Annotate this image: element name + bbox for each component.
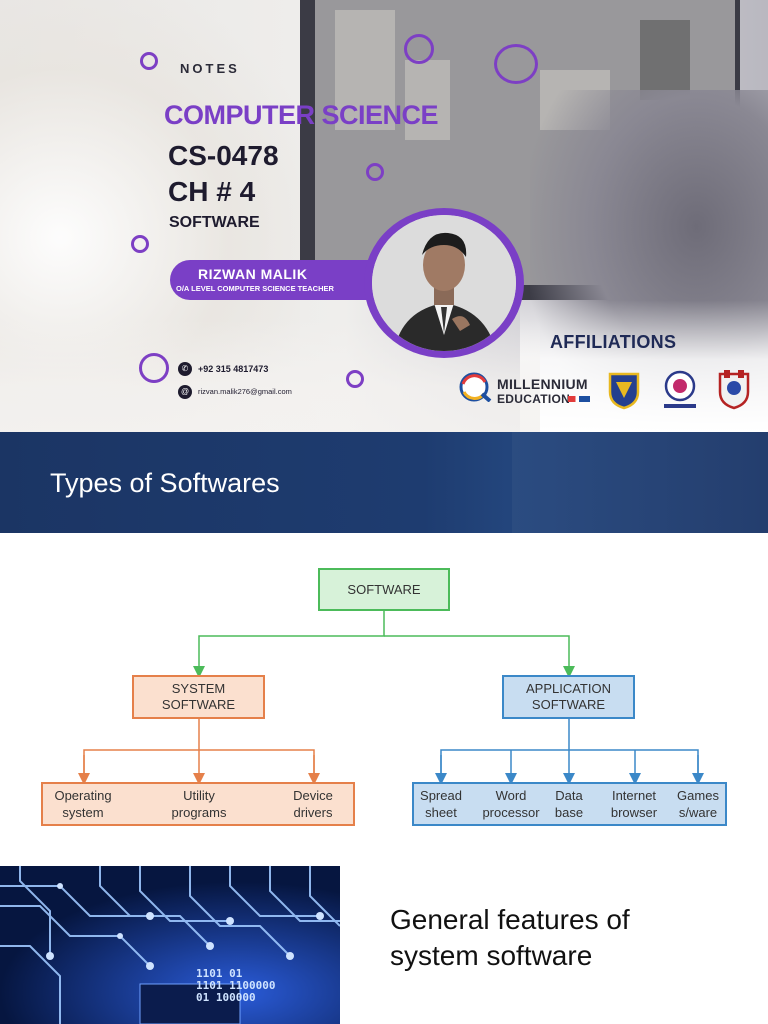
decorative-ring [131, 235, 149, 253]
subject-title: COMPUTER SCIENCE [164, 100, 439, 130]
system-software-node: SYSTEM SOFTWARE [132, 675, 265, 719]
contact-phone: +92 315 4817473 [198, 364, 269, 374]
academy-logo-icon [658, 370, 702, 412]
topic-title: SOFTWARE [169, 214, 260, 231]
college-crest-icon [714, 368, 754, 412]
cover-slide: NOTES COMPUTER SCIENCE CS-0478 CH # 4 SO… [0, 0, 768, 432]
phone-icon: ✆ [178, 362, 192, 376]
teacher-photo [372, 215, 516, 351]
decorative-ring [404, 34, 434, 64]
slide-header-band [0, 432, 768, 533]
slide-title: Types of Softwares [50, 468, 280, 498]
millennium-flag-icon [568, 396, 590, 402]
screen-panel [405, 60, 450, 140]
root-label: SOFTWARE [347, 581, 421, 597]
features-title: General features of system software [390, 904, 630, 971]
node-label: SOFTWARE [161, 697, 236, 712]
system-software-examples [41, 782, 355, 826]
decorative-ring [140, 52, 158, 70]
screen-panel [335, 10, 395, 130]
chapter-number: CH # 4 [168, 176, 256, 207]
school-crest-icon [606, 370, 642, 410]
node-label: SOFTWARE [531, 697, 606, 712]
millennium-subname: EDUCATION [497, 392, 571, 406]
email-icon: @ [178, 385, 192, 399]
screen-panel [640, 20, 690, 100]
circuit-board-image [0, 866, 340, 1024]
course-code: CS-0478 [168, 140, 279, 171]
application-software-examples [412, 782, 727, 826]
millennium-logo-icon [458, 372, 492, 403]
node-label: APPLICATION [525, 681, 611, 696]
millennium-name: MILLENNIUM [497, 376, 588, 392]
teacher-banner [170, 260, 400, 300]
header-accent-panel [512, 432, 768, 533]
notes-label: NOTES [180, 61, 240, 76]
diagram-root-node: SOFTWARE [318, 568, 450, 611]
decorative-ring [366, 163, 384, 181]
teacher-role: O/A LEVEL COMPUTER SCIENCE TEACHER [176, 284, 334, 293]
binary-overlay: 1101 01 1101 1100000 01 100000 [196, 967, 276, 1004]
teacher-name: RIZWAN MALIK [198, 266, 308, 282]
contact-email: rizvan.malik276@gmail.com [198, 387, 292, 396]
application-software-node: APPLICATION SOFTWARE [502, 675, 635, 719]
decorative-ring [346, 370, 364, 388]
diagram-connectors [78, 611, 704, 785]
node-label: SYSTEM [171, 681, 226, 696]
decorative-ring [139, 353, 169, 383]
affiliations-heading: AFFILIATIONS [550, 332, 677, 352]
fade-overlay [520, 300, 768, 432]
decorative-ring [494, 44, 538, 84]
